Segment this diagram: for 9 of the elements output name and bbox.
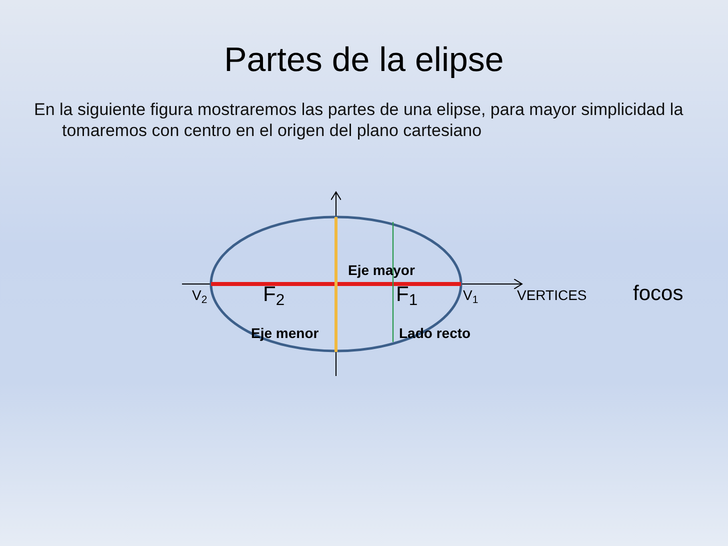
vertex-label: V$_{2}$ [192,287,208,304]
vertex-label: V$_{1}$ [463,287,478,304]
focus-label: F$_{2}$ [263,282,285,308]
legend-text: VERTICES [517,287,587,304]
intro-text: En la siguiente figura mostraremos las partes de una elipse, para mayor simplicidad la tomaremos con centro en el origen del plano cartesiano [34,99,684,142]
legend-text: focos [633,281,684,307]
title: Partes de la elipse [223,40,505,81]
focus-label: F$_{1}$ [396,282,418,308]
axis-label: Eje menor [251,325,319,342]
